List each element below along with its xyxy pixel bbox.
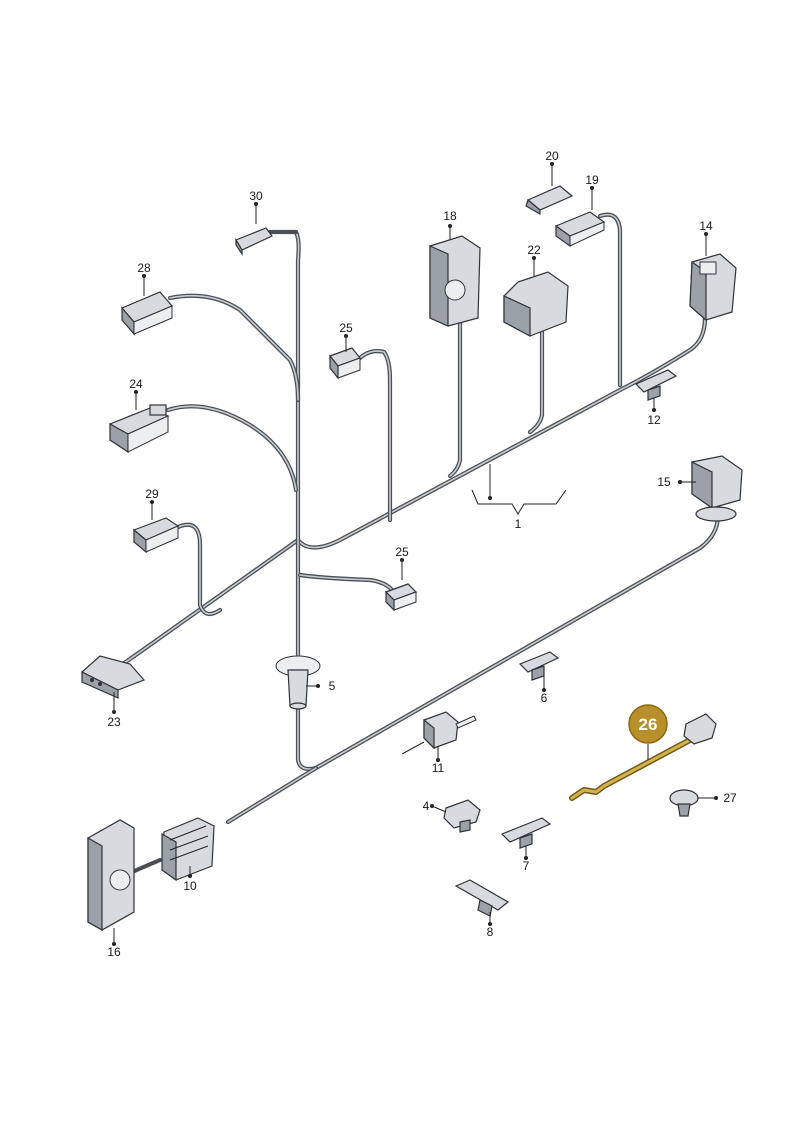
connector-18 [429,235,481,327]
grommet-5 [275,655,321,710]
connector-30 [235,227,273,256]
connector-20 [525,185,574,216]
connector-23 [80,655,146,699]
grommet-10 [161,817,215,882]
clip-6 [518,651,560,681]
callout-19: 19 [585,173,599,187]
connector-28 [121,291,173,336]
callout-23: 23 [107,715,121,729]
callout-5: 5 [329,679,336,693]
callout-30: 30 [249,189,263,203]
callout-25-lower: 25 [395,545,409,559]
clip-7 [500,817,552,849]
connector-25-upper [329,347,361,380]
callout-4: 4 [423,799,430,813]
connector-25-lower [384,583,418,612]
callout-1: 1 [515,517,522,531]
connector-14 [689,253,737,322]
callout-18: 18 [443,209,457,223]
callout-24: 24 [129,377,143,391]
bracket-8 [454,879,510,917]
callout-11: 11 [432,761,445,775]
callout-6: 6 [541,691,548,705]
callout-22: 22 [527,243,541,257]
callout-labels: 30 28 25 24 29 25 23 18 20 19 22 14 12 1… [107,149,737,959]
callout-8: 8 [487,925,494,939]
clip-4 [443,799,481,833]
connector-22 [503,271,569,338]
callout-27: 27 [723,791,737,805]
leader-lines [112,162,718,946]
callout-12: 12 [647,413,661,427]
connector-15 [691,455,743,522]
part-26-label: 26 [639,715,658,734]
connector-16 [87,819,135,932]
callout-20: 20 [545,149,559,163]
connector-29 [132,517,180,554]
connector-19 [554,211,606,248]
main-harness-wires [117,212,721,875]
connector-24 [108,404,170,454]
callout-10: 10 [183,879,197,893]
sensor-11 [401,711,477,755]
part-26-badge [628,704,668,744]
callout-28: 28 [137,261,151,275]
callout-16: 16 [107,945,121,959]
clip-27 [669,789,699,817]
callout-14: 14 [699,219,713,233]
callout-7: 7 [523,859,530,873]
callout-25-upper: 25 [339,321,353,335]
highlighted-part-26[interactable]: 26 [569,704,717,801]
callout-15: 15 [657,475,671,489]
callout-29: 29 [145,487,159,501]
clip-12 [634,369,678,401]
